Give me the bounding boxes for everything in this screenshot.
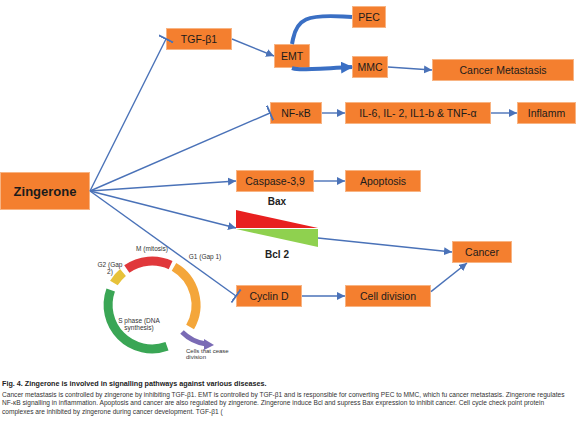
decreasing-wedge: Bax bbox=[236, 210, 318, 228]
node-text: Zingerone bbox=[14, 185, 77, 198]
process-box: Caspase-3,9 bbox=[236, 170, 314, 192]
node-text: Bax bbox=[236, 197, 318, 207]
gap2-arc bbox=[114, 273, 123, 284]
outcome-box: Cancer bbox=[452, 241, 512, 263]
process-box: Cyclin D bbox=[236, 285, 302, 307]
connector bbox=[90, 181, 236, 191]
wedge-fill bbox=[236, 210, 318, 228]
node-text: PEC bbox=[358, 12, 380, 23]
connector bbox=[491, 112, 517, 113]
wedge-fill bbox=[236, 229, 318, 247]
connector bbox=[90, 39, 166, 191]
node-text: Cancer bbox=[465, 247, 499, 258]
node-text: Apoptosis bbox=[360, 176, 406, 187]
node-text: Cancer Metastasis bbox=[460, 65, 547, 76]
figure-caption: Fig. 4. Zingerone is involved in signall… bbox=[2, 380, 574, 388]
wedge-shape bbox=[236, 210, 318, 228]
node-text: Inflamm bbox=[528, 108, 565, 119]
phase-label: M (mitosis) bbox=[132, 246, 172, 253]
connector bbox=[314, 180, 345, 181]
exit-arrow bbox=[182, 332, 206, 344]
node-text: MMC bbox=[357, 62, 382, 73]
wedge-shape bbox=[236, 229, 318, 247]
node-text: Cyclin D bbox=[249, 291, 288, 302]
process-box: MMC bbox=[352, 56, 388, 78]
node-text: Cell division bbox=[360, 291, 416, 302]
phase-label: G2 (Gap 2) bbox=[94, 262, 126, 276]
process-box: IL-6, IL- 2, IL1-b & TNF-α bbox=[345, 102, 491, 124]
connector bbox=[90, 113, 270, 191]
node-text: EMT bbox=[281, 51, 303, 62]
connector bbox=[431, 263, 467, 292]
connector bbox=[232, 39, 274, 56]
outcome-box: Cancer Metastasis bbox=[432, 59, 574, 81]
source-box: Zingerone bbox=[0, 172, 90, 210]
connector bbox=[90, 191, 236, 296]
node-text: IL-6, IL- 2, IL1-b & TNF-α bbox=[359, 108, 476, 119]
connector bbox=[388, 67, 432, 70]
connector bbox=[90, 191, 236, 228]
phase-label: G1 (Gap 1) bbox=[188, 254, 222, 261]
process-box: TGF-β1 bbox=[166, 28, 232, 50]
process-box: Cell division bbox=[345, 285, 431, 307]
connector bbox=[318, 238, 452, 252]
connector bbox=[302, 295, 345, 296]
process-box: NF-κB bbox=[270, 102, 322, 124]
outcome-box: Apoptosis bbox=[345, 170, 421, 192]
increasing-wedge: Bcl 2 bbox=[236, 229, 318, 247]
process-box: EMT bbox=[274, 44, 310, 68]
mitosis-arc bbox=[127, 261, 171, 269]
connector bbox=[322, 112, 345, 113]
gap1-arc bbox=[174, 267, 196, 327]
caption-body: Cancer metastasis is controlled by zinge… bbox=[2, 391, 574, 416]
phase-label: S phase (DNA synthesis) bbox=[116, 318, 162, 332]
node-text: Caspase-3,9 bbox=[245, 176, 305, 187]
node-text: Bcl 2 bbox=[236, 250, 318, 260]
synthesis-arc bbox=[108, 290, 167, 349]
process-box: PEC bbox=[352, 6, 386, 28]
node-text: NF-κB bbox=[281, 108, 311, 119]
outcome-box: Inflamm bbox=[517, 102, 576, 124]
node-text: TGF-β1 bbox=[181, 34, 217, 45]
connector bbox=[292, 67, 352, 69]
exit-label: Cells that cease division bbox=[186, 348, 232, 361]
connector bbox=[292, 16, 352, 44]
